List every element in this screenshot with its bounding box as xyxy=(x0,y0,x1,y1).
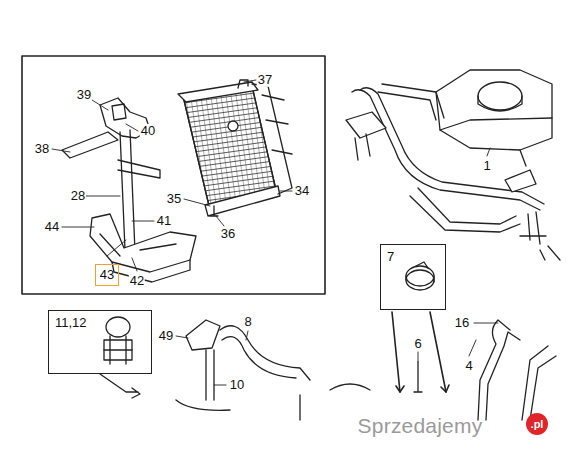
leader-lines xyxy=(52,80,498,385)
callout-number: 28 xyxy=(70,189,86,203)
hose-clip xyxy=(104,317,132,364)
hose-clamp xyxy=(406,262,434,290)
callout-number: 43 xyxy=(100,268,114,282)
watermark: Sprzedajemy xyxy=(357,414,484,437)
callout-number: 36 xyxy=(220,227,236,241)
callout-number: 38 xyxy=(34,142,50,156)
radiator-bracket xyxy=(62,98,196,282)
callout-number: 44 xyxy=(44,220,60,234)
callout-number: 6 xyxy=(413,337,422,351)
coolant-hoses xyxy=(346,84,560,260)
callout-number: 39 xyxy=(76,88,92,102)
callout-number: 8 xyxy=(243,315,252,329)
callout-number: 37 xyxy=(257,73,273,87)
callout-number: 49 xyxy=(158,329,174,343)
watermark-badge: .pl xyxy=(526,413,548,435)
coolant-hoses-lower xyxy=(100,312,556,420)
inset-box: 7 xyxy=(380,244,446,310)
radiator xyxy=(178,80,292,216)
callout-number: 1 xyxy=(482,159,491,173)
callout-number: 35 xyxy=(166,192,182,206)
inset-box: 11,12 xyxy=(48,310,152,374)
callout-number: 34 xyxy=(294,184,310,198)
callout-number: 42 xyxy=(129,274,145,288)
callout-number: 7 xyxy=(387,250,439,264)
highlight-box: 43 xyxy=(95,264,119,286)
callout-number: 16 xyxy=(454,316,470,330)
expansion-tank xyxy=(436,70,552,166)
callout-number: 40 xyxy=(140,124,156,138)
inset-frame xyxy=(22,56,325,294)
callout-number: 4 xyxy=(464,359,473,373)
callout-number: 41 xyxy=(156,214,172,228)
callout-number: 10 xyxy=(229,378,245,392)
callout-number: 11,12 xyxy=(55,316,145,330)
